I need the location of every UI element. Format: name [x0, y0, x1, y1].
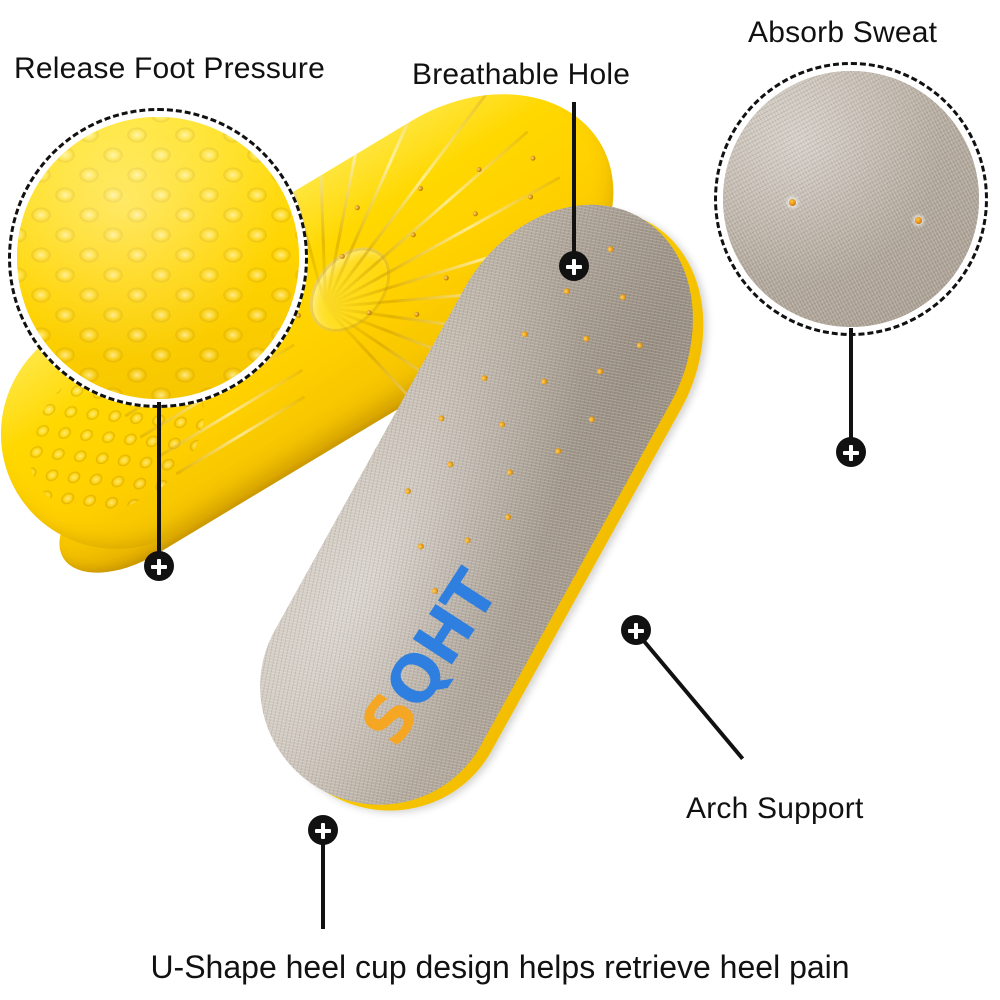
inset-release-foot-pressure-image: [17, 117, 299, 399]
inset-absorb-sweat-image: [723, 71, 979, 327]
label-breathable-hole: Breathable Hole: [412, 58, 631, 91]
leader-line-release-foot-pressure: [157, 402, 161, 562]
inset-release-foot-pressure: [8, 108, 308, 408]
leader-line-absorb-sweat: [849, 328, 853, 452]
label-release-foot-pressure: Release Foot Pressure: [14, 52, 326, 85]
yellow-dimple-foam-texture: [17, 117, 299, 399]
inset-absorb-sweat: [714, 62, 988, 336]
label-absorb-sweat: Absorb Sweat: [748, 16, 938, 49]
leader-line-heel-cup: [321, 843, 325, 929]
brand-logo: SQHT: [348, 560, 513, 759]
marker-release-foot-pressure[interactable]: [144, 551, 174, 581]
label-arch-support: Arch Support: [686, 792, 864, 825]
gray-fabric-texture: [723, 71, 979, 327]
label-heel-cup: U-Shape heel cup design helps retrieve h…: [0, 949, 1000, 986]
leader-line-breathable-hole: [572, 102, 576, 266]
marker-heel-cup[interactable]: [308, 815, 338, 845]
marker-breathable-hole[interactable]: [559, 251, 589, 281]
fabric-hole-1: [789, 199, 796, 206]
fabric-hole-2: [915, 217, 922, 224]
marker-absorb-sweat[interactable]: [836, 437, 866, 467]
label-heel-cup-text: U-Shape heel cup design helps retrieve h…: [150, 949, 850, 985]
marker-arch-support[interactable]: [621, 615, 651, 645]
